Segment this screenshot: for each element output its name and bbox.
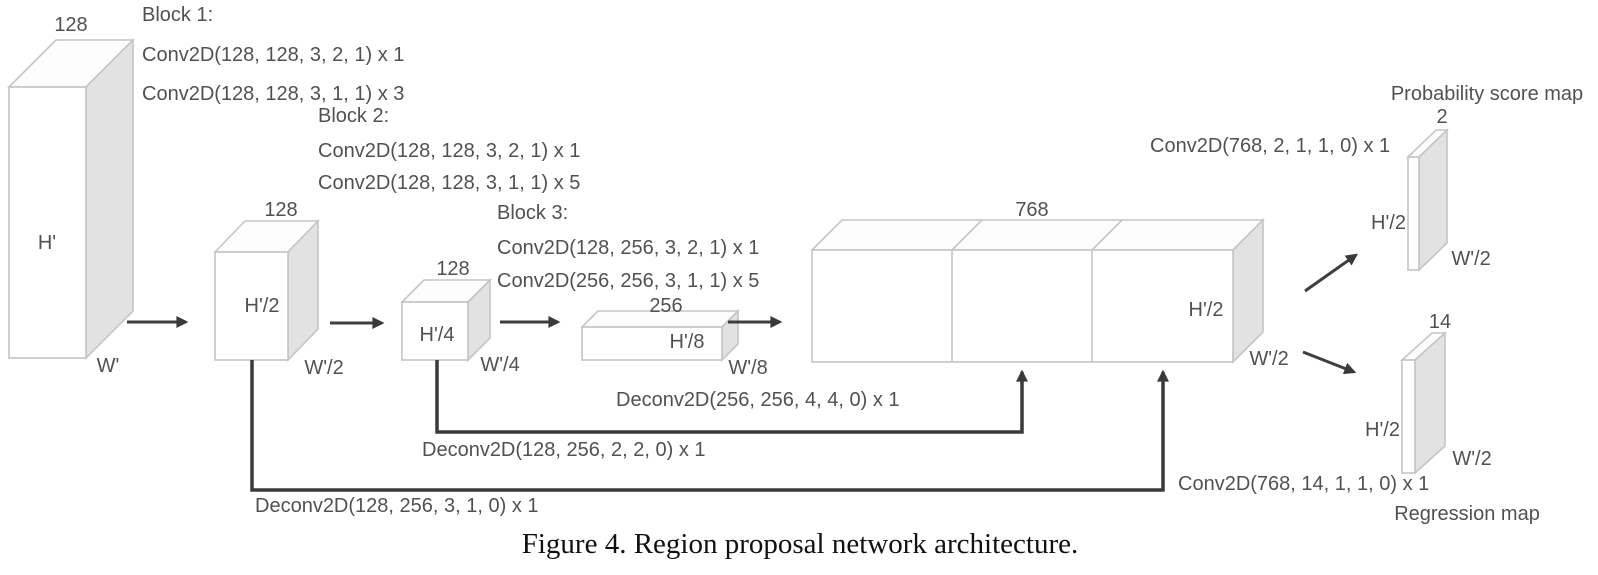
reg-channels-label: 14 bbox=[1429, 311, 1451, 333]
prob-channels-label: 2 bbox=[1436, 106, 1447, 128]
block3-annotation: Block 3: Conv2D(128, 256, 3, 2, 1) x 1 C… bbox=[497, 202, 759, 292]
feat4-width-label: W'/4 bbox=[480, 354, 519, 376]
feat4-height-label: H'/4 bbox=[420, 324, 455, 346]
feat2-box-front-face bbox=[214, 251, 289, 361]
regression-map-title: Regression map bbox=[1394, 503, 1540, 525]
feat8-height-label: H'/8 bbox=[670, 331, 705, 353]
input-width-label: W' bbox=[97, 355, 120, 377]
skip-line-feat2-deconv bbox=[250, 360, 1169, 492]
feat8-box-front-face bbox=[581, 326, 723, 361]
arrow-concat-to-reg bbox=[1302, 350, 1357, 375]
block2-conv2: Conv2D(128, 128, 3, 1, 1) x 5 bbox=[318, 172, 580, 194]
feat8-tensor-box: 256 H'/8 W'/8 bbox=[580, 295, 768, 379]
input-tensor-box: 128 H' W' bbox=[7, 14, 135, 377]
conv-prob-label: Conv2D(768, 2, 1, 1, 0) x 1 bbox=[1150, 135, 1390, 157]
block3-conv1: Conv2D(128, 256, 3, 2, 1) x 1 bbox=[497, 237, 759, 259]
probability-map-title: Probability score map bbox=[1391, 83, 1583, 105]
block2-annotation: Block 2: Conv2D(128, 128, 3, 2, 1) x 1 C… bbox=[318, 105, 580, 194]
block3-title: Block 3: bbox=[497, 202, 568, 224]
concat-top-divider-1 bbox=[951, 219, 983, 251]
prob-slab-front-face bbox=[1407, 156, 1420, 271]
feat2-tensor-box: 128 H'/2 W'/2 bbox=[213, 199, 344, 379]
prob-height-label: H'/2 bbox=[1371, 212, 1406, 234]
conv-reg-label: Conv2D(768, 14, 1, 1, 0) x 1 bbox=[1178, 473, 1429, 495]
block3-conv2: Conv2D(256, 256, 3, 1, 1) x 5 bbox=[497, 270, 759, 292]
concat-channels-label: 768 bbox=[1015, 199, 1048, 221]
probability-map-slab: Probability score map 2 H'/2 W'/2 bbox=[1371, 83, 1583, 272]
feat8-width-label: W'/8 bbox=[728, 357, 767, 379]
feat2-channels-label: 128 bbox=[264, 199, 297, 221]
arrow-concat-to-prob bbox=[1304, 253, 1358, 293]
concat-width-label: W'/2 bbox=[1249, 348, 1288, 370]
feat8-channels-label: 256 bbox=[649, 295, 682, 317]
block1-title: Block 1: bbox=[142, 4, 213, 26]
input-height-label: H' bbox=[38, 232, 56, 254]
regression-map-slab: 14 H'/2 W'/2 Regression map bbox=[1365, 311, 1540, 525]
deconv2-label: Deconv2D(128, 256, 3, 1, 0) x 1 bbox=[255, 495, 539, 517]
block1-conv1: Conv2D(128, 128, 3, 2, 1) x 1 bbox=[142, 44, 404, 66]
concat-top-divider-2 bbox=[1091, 219, 1123, 251]
feat4-box-front-face bbox=[401, 301, 469, 361]
reg-height-label: H'/2 bbox=[1365, 419, 1400, 441]
block1-annotation: Block 1: Conv2D(128, 128, 3, 2, 1) x 1 C… bbox=[142, 4, 404, 105]
input-box-side-face bbox=[85, 38, 134, 360]
concat-box-top-face bbox=[810, 219, 1265, 251]
feat2-height-label: H'/2 bbox=[245, 295, 280, 317]
block2-conv1: Conv2D(128, 128, 3, 2, 1) x 1 bbox=[318, 140, 580, 162]
feat2-width-label: W'/2 bbox=[304, 357, 343, 379]
input-box-front-face bbox=[8, 86, 87, 359]
concat-tensor-box: 768 H'/2 W'/2 bbox=[810, 199, 1289, 370]
block2-title: Block 2: bbox=[318, 105, 389, 127]
block1-conv2: Conv2D(128, 128, 3, 1, 1) x 3 bbox=[142, 83, 404, 105]
deconv8-label: Deconv2D(256, 256, 4, 4, 0) x 1 bbox=[616, 389, 900, 411]
feat4-channels-label: 128 bbox=[436, 258, 469, 280]
concat-height-label: H'/2 bbox=[1189, 299, 1224, 321]
reg-width-label: W'/2 bbox=[1452, 448, 1491, 470]
feat4-tensor-box: 128 H'/4 W'/4 bbox=[400, 258, 520, 376]
prob-width-label: W'/2 bbox=[1451, 248, 1490, 270]
concat-box-front-face bbox=[811, 249, 1234, 363]
deconv4-label: Deconv2D(128, 256, 2, 2, 0) x 1 bbox=[422, 439, 706, 461]
input-channels-label: 128 bbox=[54, 14, 87, 36]
skip-line-feat4-deconv bbox=[435, 360, 1028, 434]
figure-caption: Figure 4. Region proposal network archit… bbox=[522, 528, 1078, 560]
reg-slab-front-face bbox=[1401, 359, 1416, 474]
